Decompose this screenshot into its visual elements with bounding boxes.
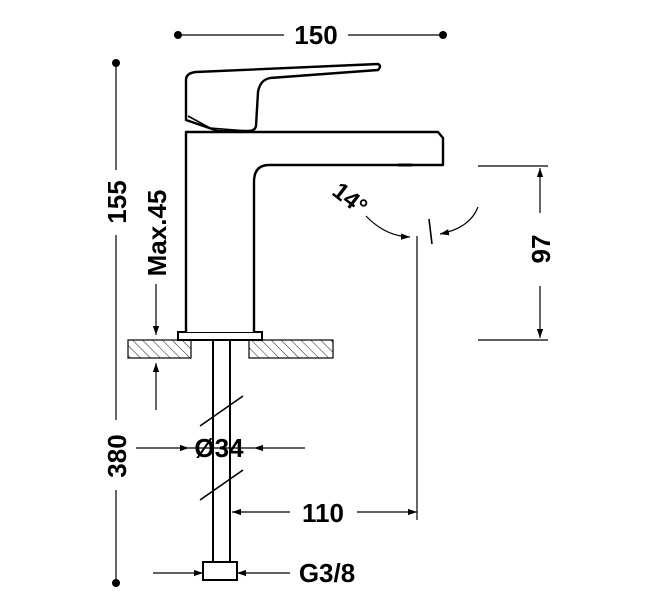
angle-label: 14° — [327, 177, 372, 221]
countertop-section — [127, 339, 334, 359]
diameter-label: Ø34 — [194, 433, 244, 463]
hose-length-label: 380 — [102, 434, 132, 477]
height-total-label: 155 — [102, 180, 132, 223]
reach-dimension: 110 — [232, 236, 418, 528]
spout-height-label: 97 — [526, 235, 556, 264]
thread-label: G3/8 — [299, 558, 355, 588]
faucet-body — [177, 130, 445, 341]
max-thickness-dimension: Max.45 — [142, 190, 172, 410]
faucet-lever — [184, 62, 382, 133]
thread-dimension: G3/8 — [153, 558, 355, 588]
diameter-dimension: Ø34 — [136, 433, 305, 463]
thread-connector — [202, 561, 238, 581]
width-dimension: 150 — [174, 20, 447, 50]
reach-label: 110 — [302, 498, 344, 528]
max-thickness-label: Max.45 — [142, 190, 172, 277]
spout-height-dimension: 97 — [478, 165, 556, 341]
angle-dimension: 14° — [327, 177, 479, 245]
left-height-dimension: 155 380 — [102, 59, 132, 587]
width-label: 150 — [294, 20, 337, 50]
